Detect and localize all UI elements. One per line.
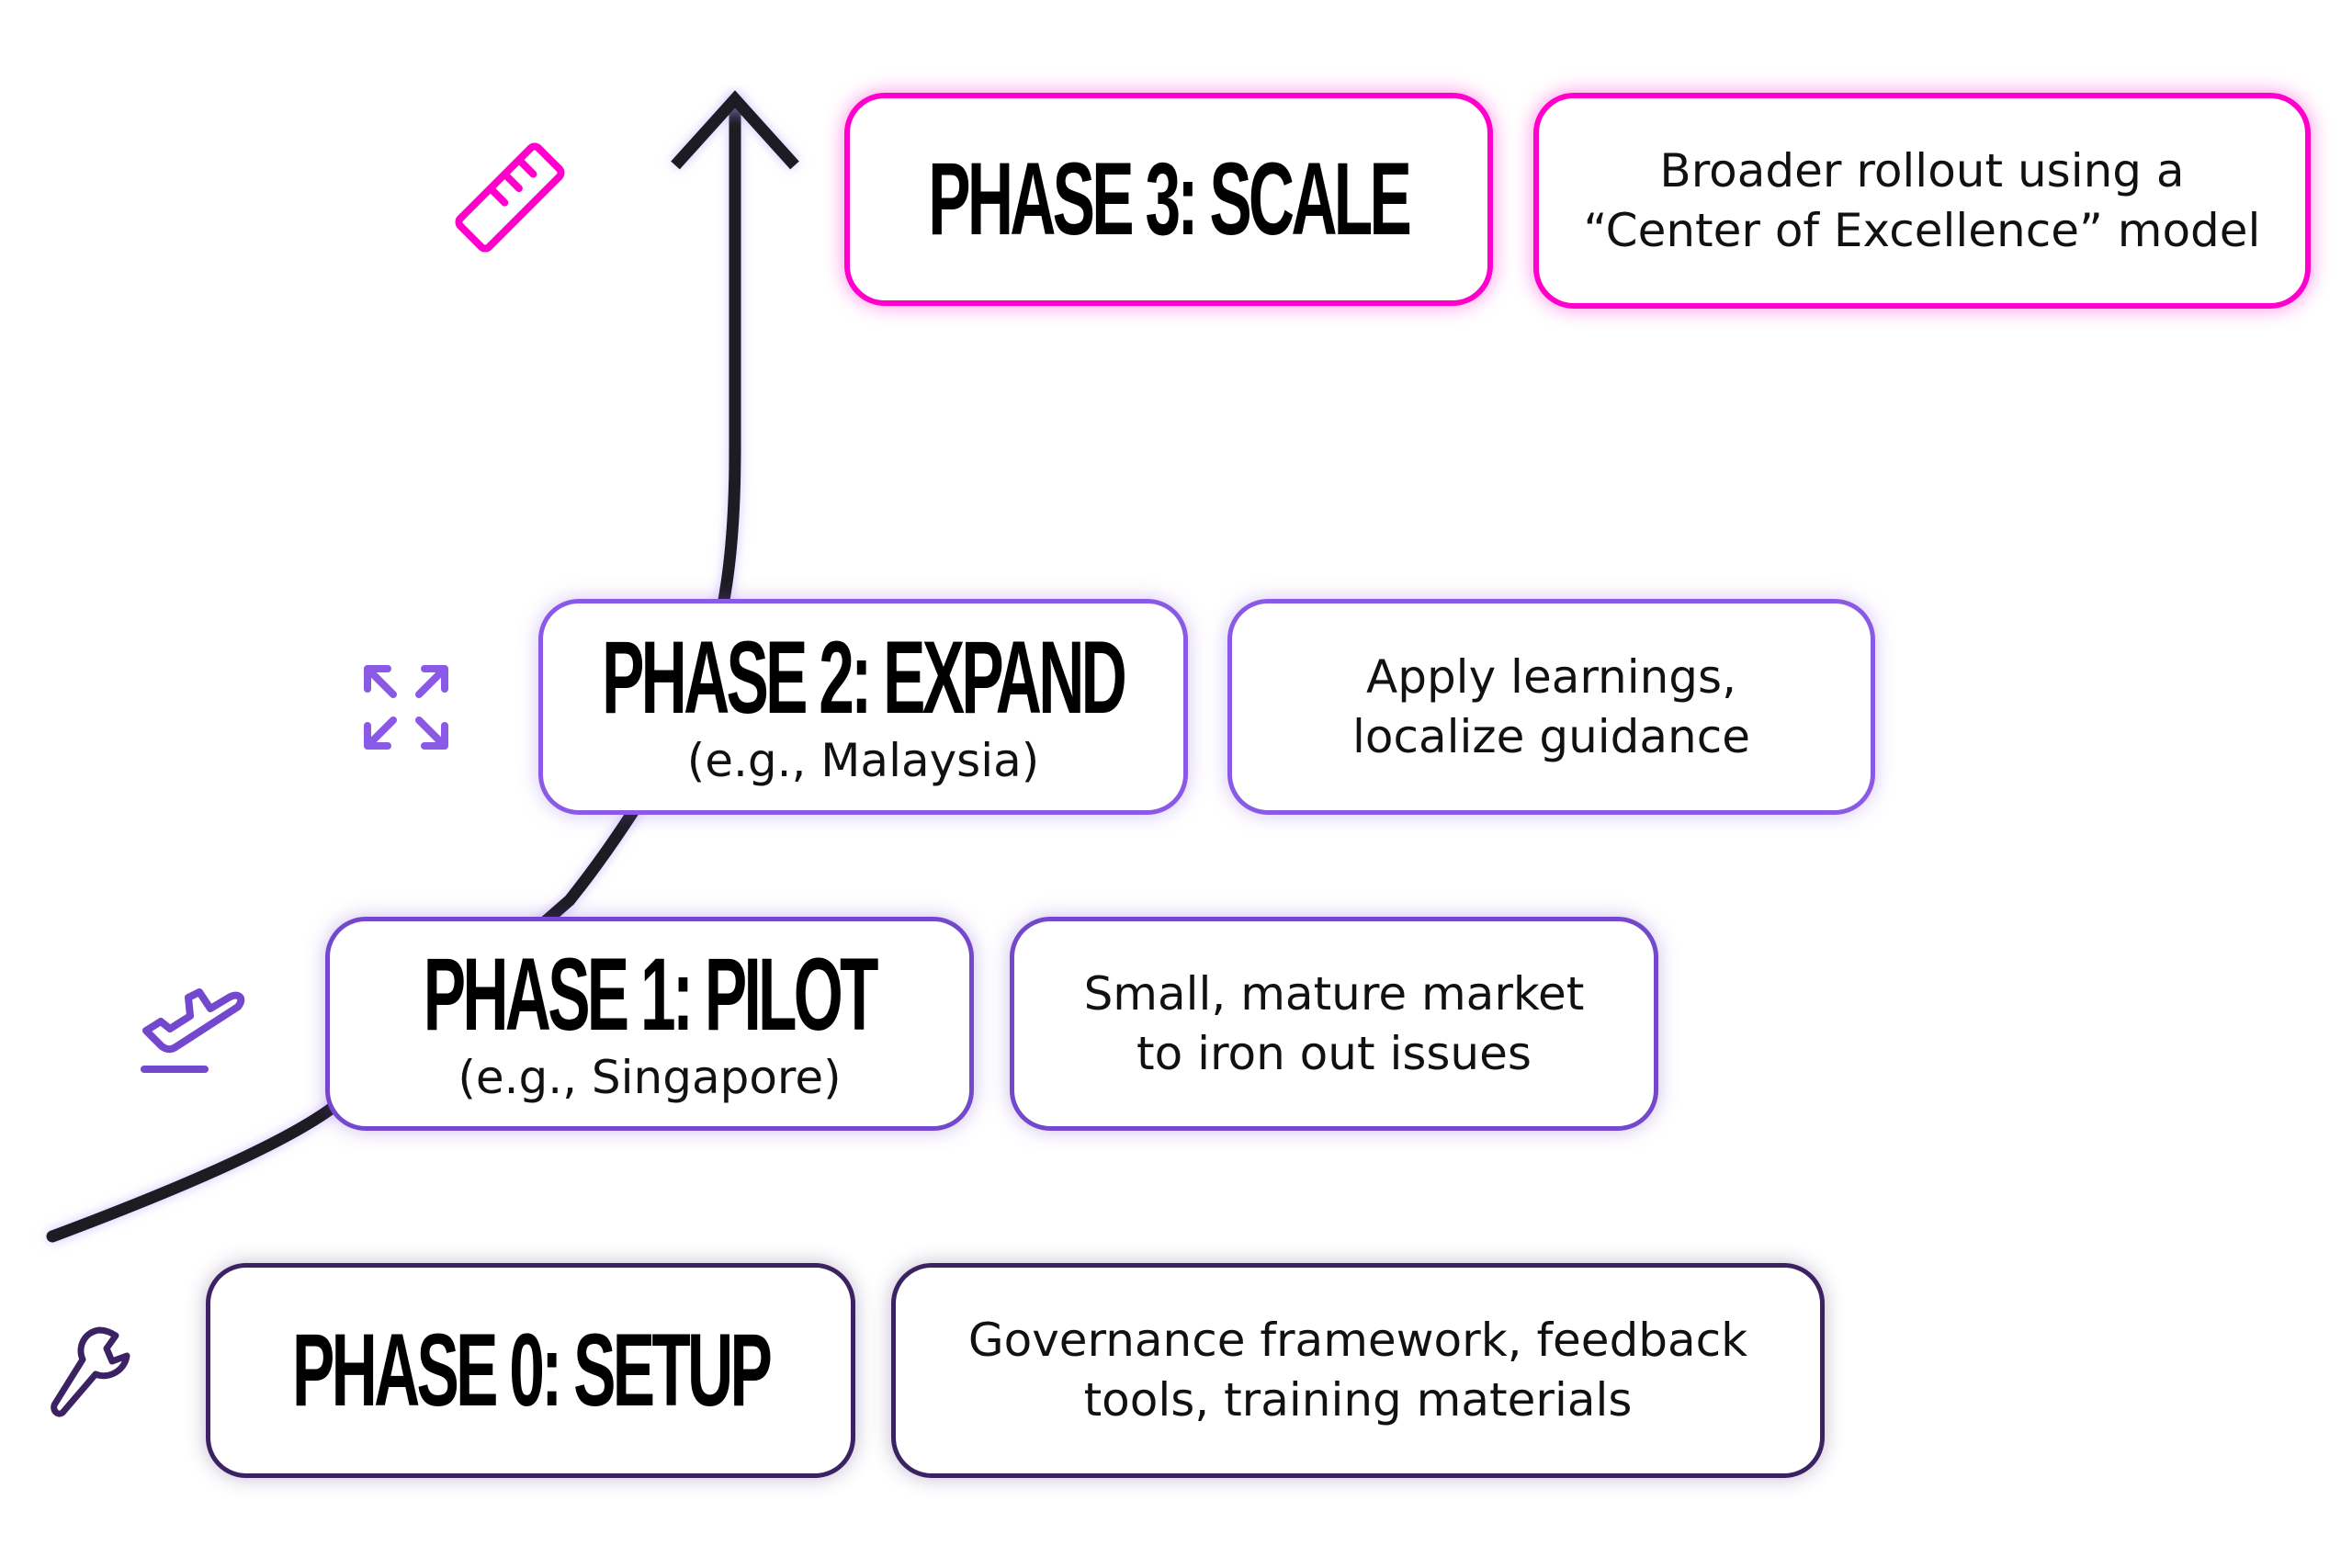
phase-1-description-line: Small, mature market	[1083, 966, 1585, 1021]
phase-3-description-box: Broader rollout using a “Center of Excel…	[1533, 93, 2311, 309]
phase-3-title: PHASE 3: SCALE	[928, 141, 1413, 256]
phase-1-description-box: Small, mature market to iron out issues	[1010, 917, 1658, 1131]
phase-2-title-box: PHASE 2: EXPAND (e.g., Malaysia)	[538, 599, 1188, 815]
phase-0-title-box: PHASE 0: SETUP	[206, 1263, 855, 1478]
ruler-icon	[455, 142, 565, 253]
phase-1-subtitle: (e.g., Singapore)	[458, 1050, 842, 1104]
arrowhead	[671, 90, 799, 170]
phase-3-description-line: “Center of Excellence” model	[1583, 203, 2261, 257]
phase-1-title-box: PHASE 1: PILOT (e.g., Singapore)	[325, 917, 974, 1131]
phase-2-description-line: localize guidance	[1352, 709, 1750, 763]
phase-0-title: PHASE 0: SETUP	[292, 1313, 773, 1427]
phase-3-title-box: PHASE 3: SCALE	[844, 93, 1493, 306]
phase-2-subtitle: (e.g., Malaysia)	[686, 733, 1040, 787]
phase-2-description-line: Apply learnings,	[1366, 649, 1736, 704]
wrench-icon	[51, 1326, 130, 1417]
expand-arrows-icon	[364, 665, 448, 750]
phase-0-description-box: Governance framework, feedback tools, tr…	[891, 1263, 1825, 1478]
growth-curve-line	[46, 95, 741, 1243]
phase-3-description-line: Broader rollout using a	[1659, 143, 2185, 197]
phase-1-description-line: to iron out issues	[1136, 1026, 1532, 1080]
airplane-takeoff-icon	[141, 988, 245, 1073]
phase-2-title: PHASE 2: EXPAND	[602, 619, 1128, 735]
phase-0-description-line: Governance framework, feedback	[967, 1314, 1748, 1367]
phase-2-description-box: Apply learnings, localize guidance	[1227, 599, 1875, 815]
phase-0-description-line: tools, training materials	[1083, 1373, 1633, 1427]
phase-1-title: PHASE 1: PILOT	[424, 936, 879, 1052]
